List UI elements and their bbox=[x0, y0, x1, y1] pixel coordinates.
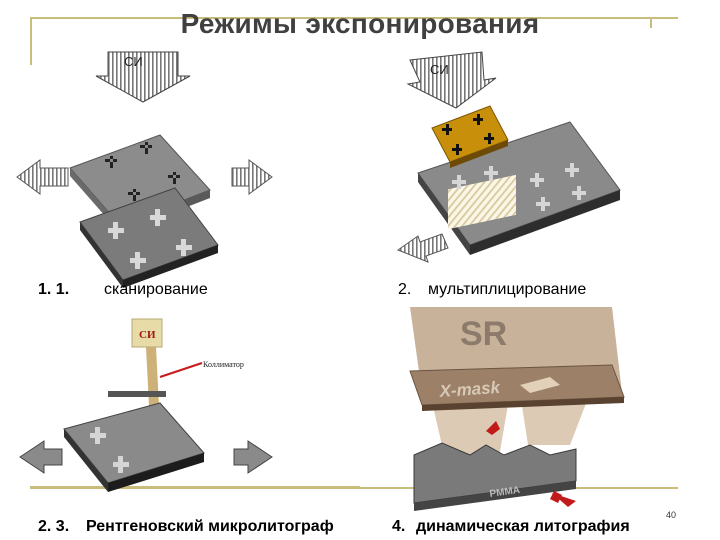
frame-left-line bbox=[30, 17, 32, 65]
panel4-label: динамическая литография bbox=[416, 518, 630, 535]
xray-microlithograph-diagram: СИ Коллиматор bbox=[19, 318, 360, 492]
gold-mask bbox=[431, 105, 509, 168]
move-left-arrow bbox=[19, 440, 63, 474]
scan-right-arrow bbox=[231, 159, 273, 195]
substrate-1 bbox=[79, 187, 219, 288]
si-label-3: СИ bbox=[139, 329, 156, 341]
collimator-bar bbox=[108, 391, 166, 397]
move-right-arrow bbox=[233, 440, 273, 474]
si-label-2: СИ bbox=[430, 62, 449, 77]
si-label-1: СИ bbox=[124, 54, 143, 69]
panel4-number: 4. bbox=[392, 518, 406, 535]
panel2-label: мультиплицирование bbox=[428, 281, 587, 298]
collimator-label: Коллиматор bbox=[203, 360, 244, 369]
page-number: 40 bbox=[665, 510, 676, 520]
page-title: Режимы экспонирования bbox=[180, 8, 540, 39]
sr-text: SR bbox=[460, 315, 507, 353]
scanning-diagram: СИ bbox=[16, 51, 273, 288]
multiplication-diagram: СИ bbox=[396, 18, 652, 263]
x-mask: X-mask bbox=[409, 364, 625, 411]
panel1-number: 1. 1. bbox=[38, 281, 70, 298]
si-box: СИ bbox=[131, 318, 163, 348]
dynamic-lithography-diagram: SR X-mask PMMA bbox=[409, 307, 625, 511]
resist-text: PMMA bbox=[489, 485, 521, 500]
step-arrow bbox=[396, 233, 449, 263]
panel3-number: 2. 3. bbox=[38, 518, 70, 535]
si-arrow-2: СИ bbox=[406, 51, 497, 109]
substrate-2 bbox=[417, 121, 621, 255]
pmma-block: PMMA bbox=[413, 442, 577, 511]
red-arrow-right bbox=[550, 491, 576, 507]
panel3-label: Рентгеновский микролитограф bbox=[86, 518, 334, 535]
scan-left-arrow bbox=[16, 159, 69, 195]
panel2-number: 2. bbox=[398, 281, 412, 298]
mask-text: X-mask bbox=[438, 378, 502, 401]
si-arrow-1: СИ bbox=[95, 51, 191, 103]
frame-top-line bbox=[30, 17, 678, 19]
substrate-3 bbox=[63, 402, 205, 492]
red-arrow-up bbox=[486, 421, 500, 435]
panel1-label: сканирование bbox=[104, 281, 208, 298]
